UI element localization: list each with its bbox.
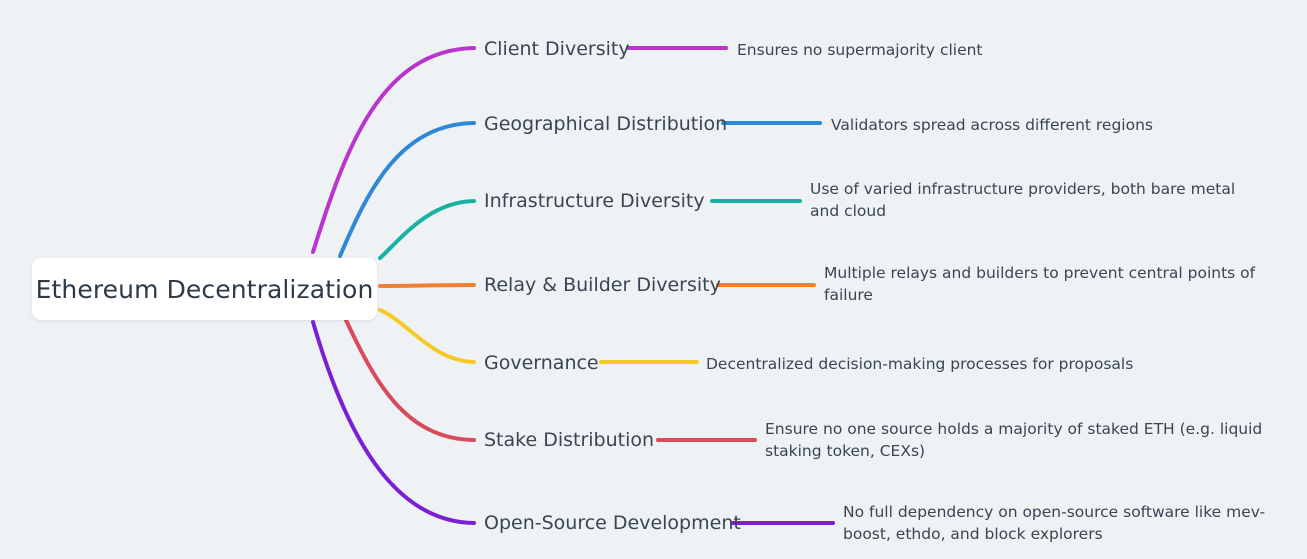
leaf-label-0[interactable]: Ensures no supermajority client (737, 41, 983, 59)
branch-edge-5 (343, 316, 476, 442)
leaf-label-2[interactable]: Use of varied infrastructure providers, … (810, 180, 1236, 221)
branch-label-6[interactable]: Open-Source Development (484, 512, 741, 534)
branch-label-3[interactable]: Relay & Builder Diversity (484, 274, 721, 296)
root-node-label: Ethereum Decentralization (35, 274, 374, 304)
branch-label-5[interactable]: Stake Distribution (484, 429, 655, 451)
branch-label-4[interactable]: Governance (484, 352, 599, 374)
root-node[interactable]: Ethereum Decentralization (32, 258, 377, 320)
branch-label-0[interactable]: Client Diversity (484, 38, 630, 60)
leaf-label-5[interactable]: Ensure no one source holds a majority of… (765, 420, 1263, 461)
branch-edge-0 (311, 46, 476, 254)
leaf-label-6[interactable]: No full dependency on open-source softwa… (843, 503, 1266, 544)
leaf-label-1[interactable]: Validators spread across different regio… (831, 116, 1153, 134)
branch-edge-2 (378, 199, 476, 260)
leaf-label-3[interactable]: Multiple relays and builders to prevent … (824, 264, 1256, 305)
branch-edge-1 (338, 121, 476, 258)
branch-edge-6 (311, 320, 476, 525)
branch-label-2[interactable]: Infrastructure Diversity (484, 190, 705, 212)
branch-edge-3 (378, 283, 476, 288)
branch-edge-4 (378, 308, 476, 364)
branch-label-1[interactable]: Geographical Distribution (484, 113, 728, 135)
leaf-label-4[interactable]: Decentralized decision-making processes … (706, 355, 1134, 373)
